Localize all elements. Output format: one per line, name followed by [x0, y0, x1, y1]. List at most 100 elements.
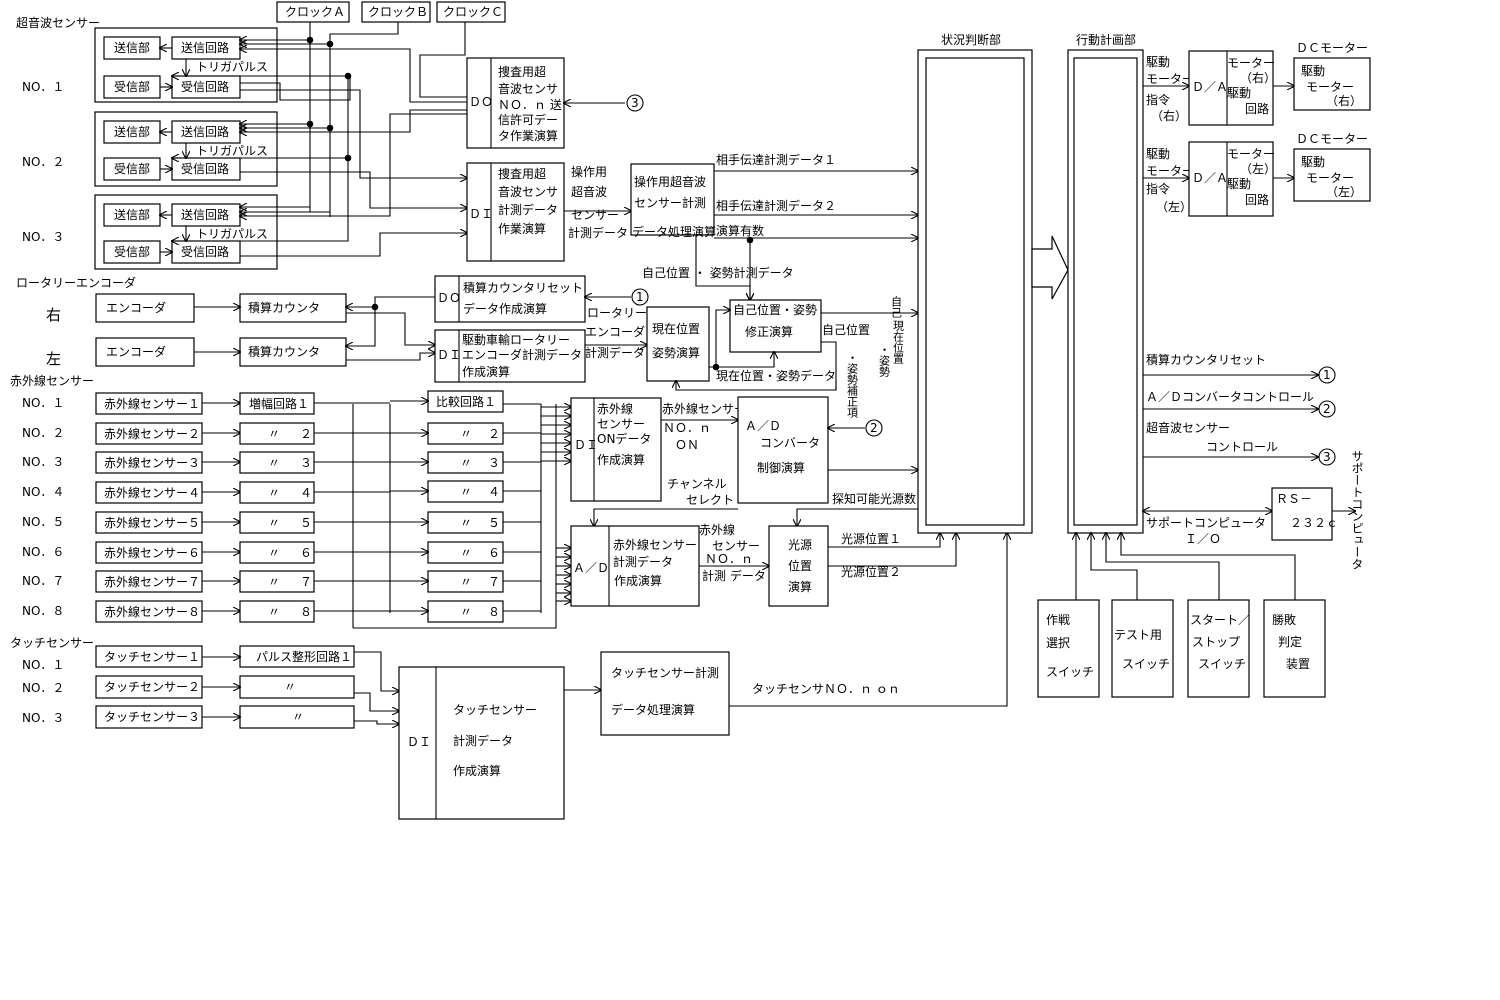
amp-num-8: ８	[300, 605, 312, 619]
clock-b: クロックＢ	[361, 1, 431, 23]
rotary-label-3: 計測データ	[585, 345, 645, 360]
self-position-label: 自己位置	[822, 322, 870, 337]
compare-ditto-3: 〃	[460, 456, 472, 470]
drive-circuit-left-3: 駆動	[1227, 177, 1251, 191]
tx-circuit-label: 送信回路	[181, 40, 229, 55]
correction-line-2: 修正演算	[745, 324, 793, 339]
motor-left-3: （左）	[1326, 184, 1362, 199]
channel-select-1: チャンネル	[667, 477, 727, 491]
tx-circuit-label: 送信回路	[181, 124, 229, 139]
ir-measure-label-3: ＮＯ．ｎ	[705, 552, 753, 566]
us-input-label-1: 操作用	[571, 164, 607, 179]
light-position-1: 光源位置１	[841, 531, 901, 546]
circle-2-mid: 2	[865, 419, 883, 437]
ir-sensor-2-label: 赤外線センサー２	[104, 426, 200, 441]
touch-on-label: タッチセンサＮＯ．ｎ ｏｎ	[752, 682, 900, 696]
ir-sensor-1-label: 赤外線センサー１	[104, 396, 200, 411]
rotary-label-2: エンコーダ	[585, 324, 645, 339]
encoder-measure-block: ＤＩ 駆動車輸ロータリー エンコーダ計測データ 作成演算	[434, 329, 586, 383]
clock-wiring	[240, 22, 467, 217]
rotary-label-1: ロータリー	[587, 306, 647, 320]
switch-start-3: スイッチ	[1198, 657, 1246, 671]
amp-ditto-4: 〃	[268, 486, 280, 500]
support-io-label-1: サポートコンピュータ	[1146, 516, 1266, 530]
ir-sensor-4-label: 赤外線センサー４	[104, 485, 200, 500]
touch-di-block: ＤＩ タッチセンサー 計測データ 作成演算	[398, 666, 565, 820]
touch-di-port: ＤＩ	[407, 735, 431, 749]
pose-vertical: ・姿勢	[878, 344, 891, 378]
out-circle-2: 2	[1323, 402, 1331, 416]
drive-cmd-right-4: （右）	[1151, 108, 1187, 123]
amp-num-5: ５	[300, 516, 312, 530]
amp-num-7: ７	[300, 575, 312, 589]
switch-start: スタート／ ストップ スイッチ	[1106, 533, 1250, 698]
vertical-labels: ・姿勢補正項 現在位置 自己 ・姿勢	[846, 296, 905, 419]
ir-measure-block: Ａ／Ｄ 赤外線センサー 計測データ 作成演算	[570, 525, 700, 607]
encoder-left: エンコーダ 積算カウンタ	[95, 337, 347, 367]
infrared-bus	[352, 403, 557, 629]
us-process-line-3: データ処理演算	[632, 224, 716, 239]
touch-section-label: タッチセンサー	[10, 636, 94, 650]
opponent-data-2: 相手伝達計測データ２	[716, 198, 836, 213]
support-io-label-2: Ｉ／Ｏ	[1185, 532, 1221, 546]
adc-line-2: コンバータ	[760, 436, 820, 450]
switch-test: テスト用 スイッチ	[1091, 533, 1174, 698]
encoder-measure-line-1: 駆動車輸ロータリー	[462, 332, 570, 347]
ir-no-3: NO．３	[22, 455, 64, 469]
switch-judge-2: 判定	[1278, 634, 1302, 649]
current-position-vertical: 現在位置	[892, 320, 905, 364]
touch-process-line-2: データ処理演算	[611, 702, 695, 717]
encoder-right: エンコーダ 積算カウンタ	[95, 293, 347, 323]
switch-start-1: スタート／	[1190, 613, 1250, 627]
compare-ditto-2: 〃	[460, 427, 472, 441]
switch-judge: 勝敗 判定 装置	[1121, 533, 1326, 698]
us-process-block: 操作用超音波 センサー計測 データ処理演算	[630, 163, 716, 239]
circle-2-label: 2	[870, 421, 878, 435]
drive-circuit-right-3: 駆動	[1227, 86, 1251, 100]
motor-right-3: （右）	[1326, 93, 1362, 108]
amp-num-6: ６	[300, 546, 312, 560]
rs232-label-1: ＲＳ－	[1276, 492, 1312, 506]
tx-unit-label: 送信部	[114, 40, 150, 55]
us-enable-line-1: 捜査用超	[498, 64, 546, 79]
us-measure-line-1: 捜査用超	[498, 166, 546, 181]
us-process-line-2: センサー計測	[634, 195, 706, 210]
switch-test-2: スイッチ	[1122, 657, 1170, 671]
trigger-label: トリガパルス	[196, 227, 268, 241]
ir-sensor-3-label: 赤外線センサー３	[104, 455, 200, 470]
rx-unit-label: 受信部	[114, 79, 150, 94]
ir-no-2: NO．２	[22, 426, 64, 440]
us-no-2: NO．２	[22, 155, 64, 169]
touch-process-block: タッチセンサー計測 データ処理演算	[600, 651, 730, 736]
touch-sensor-3-label: タッチセンサー３	[104, 710, 200, 724]
amp-ditto-5: 〃	[268, 516, 280, 530]
rx-circuit-label: 受信回路	[181, 244, 229, 259]
ir-on-line-4: 作成演算	[597, 452, 645, 467]
calc-count-label: 演算有数	[716, 223, 764, 238]
encoder-measure-port: ＤＩ	[437, 348, 461, 362]
us-input-label-4: 計測データ	[568, 225, 628, 240]
touch-no-1: NO．１	[22, 658, 64, 672]
support-io: サポートコンピュータ Ｉ／Ｏ ＲＳ－ ２３２ｃ サポートコンピュータ	[1143, 450, 1364, 570]
us-input-label-3: センサー	[571, 208, 619, 222]
ir-no-4: NO．４	[22, 485, 64, 499]
encoder-reset-block: ＤＯ 積算カウンタリセット データ作成演算	[434, 275, 586, 323]
drive-cmd-left-1: 駆動	[1146, 147, 1170, 161]
drive-cmd-right-1: 駆動	[1146, 55, 1170, 69]
circle-1-mid: 1	[631, 288, 649, 306]
amp-num-4: ４	[300, 486, 312, 500]
ir-measure-line-3: 作成演算	[614, 573, 662, 588]
amp-num-3: ３	[300, 456, 312, 470]
touch-row-3: タッチセンサー３ 〃	[95, 705, 355, 729]
compare-num-4: ４	[488, 485, 500, 499]
amp-ditto-6: 〃	[268, 546, 280, 560]
encoder-wiring	[346, 296, 435, 361]
touch-di-line-1: タッチセンサー	[453, 703, 537, 717]
